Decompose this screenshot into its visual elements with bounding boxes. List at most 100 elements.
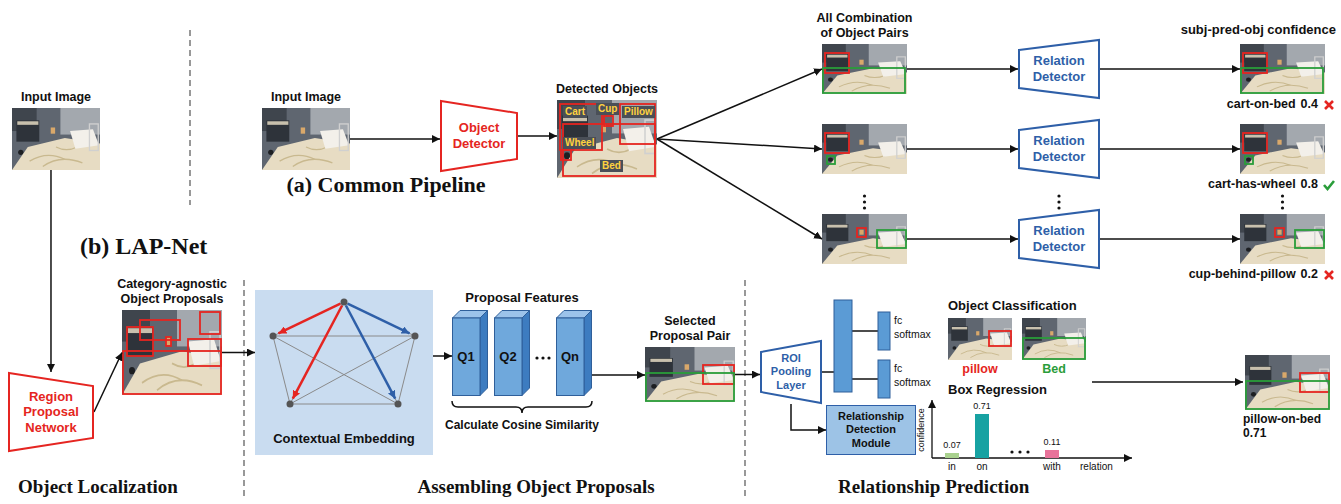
context-graph — [412, 333, 419, 340]
bounding-box — [825, 133, 849, 153]
photo — [822, 44, 907, 94]
bounding-box — [1295, 230, 1324, 248]
bounding-box — [1300, 373, 1329, 392]
ellipsis-dots — [547, 356, 550, 359]
bar-value: 0.71 — [973, 401, 991, 412]
cuboid-side — [522, 311, 530, 396]
cross-mark — [1325, 271, 1333, 279]
context-graph — [398, 336, 415, 404]
photo — [822, 124, 907, 174]
arrow-connector — [735, 374, 760, 376]
photo — [1245, 355, 1330, 410]
bar-chart — [932, 400, 1132, 458]
object-detector-outline — [441, 101, 517, 171]
cross-mark — [1323, 269, 1335, 281]
arrow-connector — [50, 170, 52, 372]
text-holder: Relation Detector — [1018, 39, 1100, 99]
result-image: cart-has-wheel0.8 — [1240, 124, 1325, 174]
object-tag: Bed — [600, 160, 623, 172]
layer-label: softmax — [894, 376, 931, 389]
ellipsis-dots — [1057, 206, 1060, 209]
arrow-connector — [592, 374, 645, 376]
relation-detector-outline — [1019, 210, 1099, 268]
bounding-box — [646, 68, 1329, 409]
section-title: (a) Common Pipeline — [286, 172, 485, 198]
flow-arrow — [1092, 381, 1243, 383]
axis-title: relation — [1080, 461, 1113, 473]
group-heading: Proposal Features — [465, 290, 578, 306]
bounding-box — [857, 228, 866, 237]
confidence-value: 0.8 — [1301, 177, 1318, 192]
text-holder: pillow — [936, 362, 1024, 377]
ellipsis-dots — [863, 200, 866, 203]
context-graph — [273, 336, 415, 337]
bounding-box — [877, 230, 906, 248]
feature-layer — [834, 300, 890, 398]
text-holder: Q1 — [452, 318, 480, 396]
node-label: Input Image — [251, 90, 361, 105]
region-proposal-network-outline — [9, 373, 93, 451]
photo — [1240, 44, 1325, 94]
section-divider — [189, 30, 191, 205]
text-holder: Qn — [556, 318, 584, 396]
section-divider — [243, 280, 245, 500]
context-graph — [290, 404, 398, 405]
bounding-box — [1246, 381, 1329, 409]
proposals-image: Category-agnostic Object Proposals — [122, 310, 222, 395]
cuboid-front — [495, 318, 523, 396]
ellipsis-dots — [863, 206, 866, 209]
bounding-box — [1241, 68, 1323, 93]
classified-object-image: pillow — [948, 318, 1012, 360]
bounding-box — [1243, 133, 1267, 153]
node-label: Qn — [561, 349, 579, 365]
flow-arrow — [822, 371, 834, 373]
check-mark — [1323, 179, 1335, 191]
node-label: Relation Detector — [1028, 223, 1090, 254]
object-pair-image: All Combination of Object Pairs — [822, 44, 907, 94]
layer-label: fc — [894, 314, 902, 327]
arrow-connector — [94, 353, 122, 413]
bar-chart — [975, 414, 989, 458]
node-label: ROI Pooling Layer — [768, 352, 814, 392]
bounding-box — [825, 53, 849, 73]
branch-heading: Object Classification — [948, 298, 1077, 314]
arrow-connector — [657, 69, 822, 139]
arrow-connector — [1100, 68, 1240, 70]
text-holder: Object Detector — [440, 100, 518, 172]
input-image: Input Image — [12, 108, 100, 170]
bar-chart — [1045, 450, 1059, 458]
text-holder: Bed — [1010, 362, 1098, 377]
context-graph — [273, 302, 344, 336]
axis-tick: on — [976, 461, 987, 473]
bounding-box — [200, 312, 220, 334]
text-holder: Detected Objects — [542, 82, 672, 97]
relation-detector-outline — [1019, 120, 1099, 178]
region-proposal-network: Region Proposal Network — [8, 372, 94, 452]
context-graph — [270, 299, 419, 408]
text-holder: Contextual Embedding — [255, 431, 433, 447]
node-label: Object Detector — [448, 120, 510, 151]
context-graph — [255, 290, 433, 455]
arrow-connector — [350, 138, 440, 140]
column-header: subj-pred-obj confidence — [1181, 22, 1336, 38]
check-mark — [1324, 181, 1334, 189]
photo — [822, 214, 907, 264]
bounding-box — [140, 320, 180, 340]
cuboid-front — [557, 318, 585, 396]
text-holder: ROI Pooling Layer — [760, 340, 822, 404]
final-result-image: pillow-on-bed0.71 — [1245, 355, 1330, 410]
context-graph — [273, 336, 290, 404]
text-holder: Category-agnostic Object Proposals — [107, 277, 237, 307]
ellipsis-dots — [1281, 200, 1284, 203]
feature-layer — [878, 360, 890, 398]
text-holder: Input Image — [251, 90, 361, 105]
node-label: cup-behind-pillow — [1189, 267, 1296, 282]
node-label: pillow-on-bed — [1243, 412, 1321, 426]
ellipsis-dots — [1281, 194, 1284, 197]
ellipsis-dots — [1057, 194, 1060, 197]
context-graph — [341, 299, 348, 306]
photo — [557, 100, 657, 178]
confidence-value: 0.4 — [1301, 97, 1318, 112]
bar-value: 0.11 — [1044, 437, 1061, 448]
relation-detector: Relation Detector — [1018, 209, 1100, 269]
